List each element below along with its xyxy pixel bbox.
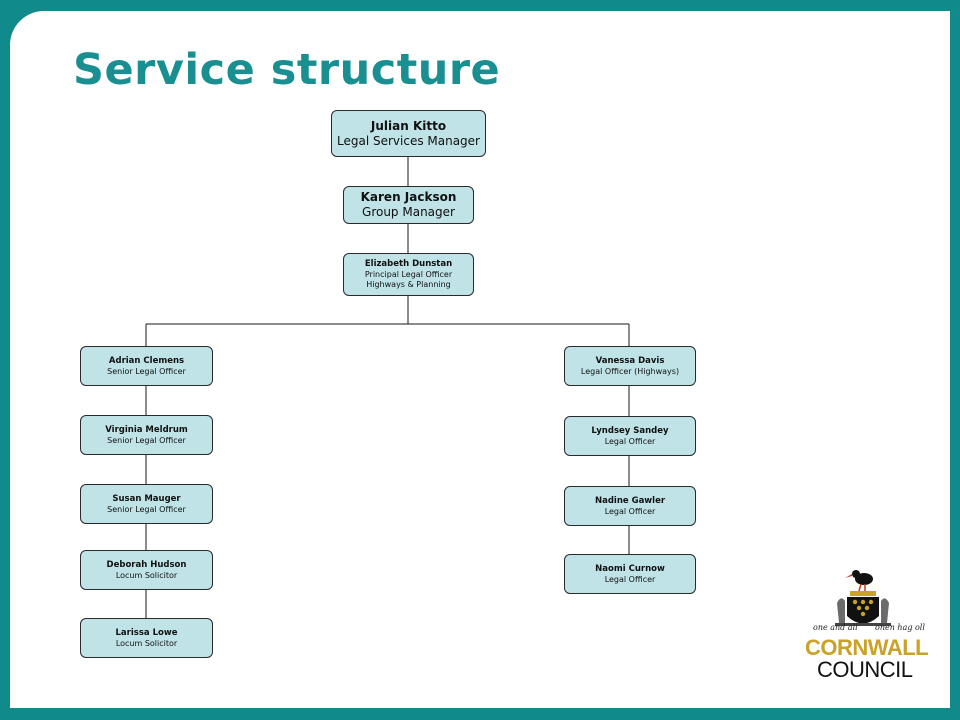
node-role: Principal Legal Officer: [364, 270, 453, 279]
node-role: Group Manager: [362, 205, 455, 219]
node-name: Elizabeth Dunstan: [364, 259, 453, 269]
node-role: Senior Legal Officer: [107, 366, 186, 376]
node-role: Legal Officer: [604, 506, 656, 516]
node-adrian-clemens: Adrian Clemens Senior Legal Officer: [80, 346, 213, 386]
motto-left: one and all: [813, 623, 858, 632]
node-role: Legal Officer: [604, 574, 656, 584]
node-role: Legal Officer: [604, 436, 656, 446]
node-name: Naomi Curnow: [595, 563, 665, 574]
node-name: Lyndsey Sandey: [591, 425, 669, 436]
node-name: Karen Jackson: [360, 190, 457, 204]
node-karen-jackson: Karen Jackson Group Manager: [343, 186, 474, 224]
cornwall-council-logo: one and all onen hag oll CORNWALL COUNCI…: [795, 561, 930, 686]
node-virginia-meldrum: Virginia Meldrum Senior Legal Officer: [80, 415, 213, 455]
node-role: Senior Legal Officer: [107, 504, 186, 514]
motto-right: onen hag oll: [875, 623, 925, 632]
node-name: Nadine Gawler: [594, 495, 666, 506]
page-title: Service structure: [73, 45, 501, 95]
node-role: Senior Legal Officer: [107, 435, 186, 445]
node-name: Adrian Clemens: [108, 355, 185, 366]
node-role-detail: Highways & Planning: [366, 280, 451, 289]
node-lyndsey-sandey: Lyndsey Sandey Legal Officer: [564, 416, 696, 456]
node-role: Locum Solicitor: [115, 638, 178, 648]
node-name: Susan Mauger: [112, 493, 181, 504]
node-julian-kitto: Julian Kitto Legal Services Manager: [331, 110, 486, 157]
node-name: Julian Kitto: [370, 118, 447, 133]
node-role: Legal Officer (Highways): [580, 366, 680, 376]
node-name: Larissa Lowe: [115, 627, 178, 638]
node-role: Locum Solicitor: [115, 570, 178, 580]
node-name: Vanessa Davis: [595, 355, 665, 366]
logo-cornwall-text: CORNWALL: [805, 635, 929, 660]
node-deborah-hudson: Deborah Hudson Locum Solicitor: [80, 550, 213, 590]
logo-council-text: COUNCIL: [817, 657, 913, 682]
node-role: Legal Services Manager: [337, 133, 480, 148]
crest-icon: [835, 570, 891, 626]
node-name: Virginia Meldrum: [105, 424, 188, 435]
node-vanessa-davis: Vanessa Davis Legal Officer (Highways): [564, 346, 696, 386]
node-naomi-curnow: Naomi Curnow Legal Officer: [564, 554, 696, 594]
node-nadine-gawler: Nadine Gawler Legal Officer: [564, 486, 696, 526]
node-susan-mauger: Susan Mauger Senior Legal Officer: [80, 484, 213, 524]
node-larissa-lowe: Larissa Lowe Locum Solicitor: [80, 618, 213, 658]
node-elizabeth-dunstan: Elizabeth Dunstan Principal Legal Office…: [343, 253, 474, 296]
node-name: Deborah Hudson: [106, 559, 187, 570]
